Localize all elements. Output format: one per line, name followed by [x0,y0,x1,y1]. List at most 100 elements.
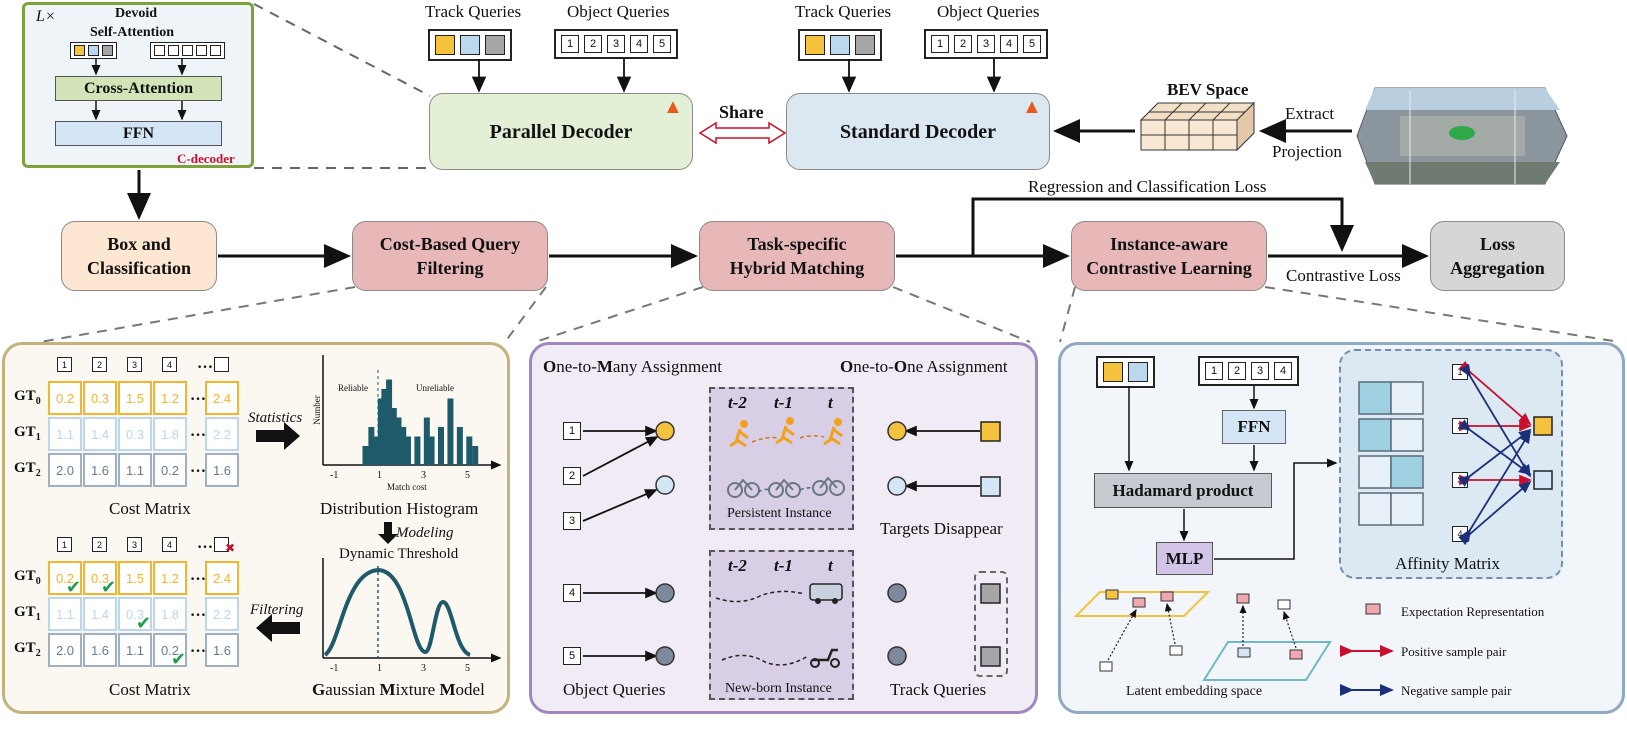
time-t2-a: t-2 [728,393,747,412]
obj-query-4: 4 [563,584,581,602]
histogram-bar [386,379,393,465]
cost-cell: 0.2 [153,453,187,487]
histogram-bar [377,398,384,465]
track-query-orange [435,35,455,55]
cross-attention-block: Cross-Attention [55,76,222,101]
histogram-bar [456,427,463,465]
track-queries-label-1: Track Queries [425,2,522,21]
cost-cell: 1.2 [153,561,187,595]
cost-cell: 1.5 [118,561,152,595]
histogram-bar [428,436,435,465]
cost-cell: 1.6 [83,453,117,487]
histogram-bar [390,408,397,465]
c-decoder-object-mini [150,42,225,59]
obj-query-2: 2 [563,467,581,485]
cost-cell: 1.1 [48,597,82,631]
track-queries-1 [428,29,512,61]
cost-col-header: 3 [127,357,142,372]
cost-cell: 0.3 [118,417,152,451]
gt-row-label: GT0 [14,568,41,587]
modeling-label: Modeling [396,525,454,541]
track-queries-2 [798,29,882,61]
histogram-bars [362,379,479,465]
obj-query-1: 1 [563,422,581,440]
flame-icon-2: ▲ [1022,96,1042,118]
histogram-bar [447,398,454,465]
cost-col-header: 3 [127,537,142,552]
cost-cell: 0.2 [153,633,187,667]
cost-col-header [214,357,229,372]
obj-query-3: 3 [563,512,581,530]
time-t-a: t [828,393,833,412]
statistics-label: Statistics [248,410,303,426]
check-icon: ✔ [136,613,152,633]
gmm-axes [322,558,502,663]
row-ellipsis: … [190,567,206,584]
cost-cell: 1.6 [205,633,239,667]
parallel-decoder: Parallel Decoder [429,93,693,170]
gt-row-label: GT0 [14,388,41,407]
cost-cell: 2.2 [205,597,239,631]
cost-cell: 2.4 [205,561,239,595]
persistent-label: Persistent Instance [727,506,832,521]
hist-tick-4: 5 [465,470,470,481]
histogram-bar [373,436,380,465]
object-queries-caption: Object Queries [563,680,666,699]
cost-cell: 1.2 [153,381,187,415]
check-icon: ✔ [66,577,82,597]
hist-tick-2: 1 [377,470,382,481]
legend-negative: Negative sample pair [1401,683,1512,698]
gt-row-label: GT1 [14,604,41,623]
gmm-tick-2: 1 [377,663,382,674]
hist-reliable-label: Reliable [338,383,368,393]
cost-col-header: 4 [162,357,177,372]
cost-cell: 2.0 [48,633,82,667]
c-decoder-tag: C-decoder [177,151,235,166]
histogram-bar [414,436,421,465]
share-label: Share [719,102,764,122]
runner-icons [729,417,843,448]
newborn-label: New-born Instance [725,681,832,696]
cost-cell: 0.2 [48,381,82,415]
row-ellipsis: … [190,639,206,656]
histogram-bar [395,417,402,465]
cost-cell: 1.6 [205,453,239,487]
track-query-blue [460,35,480,55]
cost-cell: 0.3 [118,597,152,631]
cost-cell: 1.6 [83,633,117,667]
check-icon: ✔ [171,649,187,669]
bus-icon [809,583,843,601]
legend-positive: Positive sample pair [1401,644,1507,659]
cost-cell: 1.1 [48,417,82,451]
histogram-bar [400,427,407,465]
ffn-block: FFN [55,121,222,146]
extract-label: Extract [1285,104,1335,123]
cost-col-header: … [197,355,213,372]
cost-matrix-caption-2: Cost Matrix [109,680,191,699]
layers-label: L× [36,8,56,25]
cost-cell: 0.2 [48,561,82,595]
cost-cell: 0.3 [83,381,117,415]
cost-matrix-caption-1: Cost Matrix [109,499,191,518]
histogram-bar [438,427,444,465]
histogram-bar [472,446,479,465]
affinity-matrix [1358,381,1424,526]
hist-unreliable-label: Unreliable [416,383,454,393]
targets-disappear-label: Targets Disappear [880,519,1003,538]
bev-grid-icon [1139,101,1256,152]
cost-cell: 1.1 [118,453,152,487]
scooter-icon [813,648,838,662]
gmm-curve [323,567,472,657]
track-queries-caption: Track Queries [890,680,987,699]
cost-col-header: 1 [57,357,72,372]
row-ellipsis: … [190,459,206,476]
cost-cell: 0.3 [83,561,117,595]
cost-col-header: 2 [92,357,107,372]
bev-title: BEV Space [1167,80,1249,99]
row-ellipsis: … [190,423,206,440]
